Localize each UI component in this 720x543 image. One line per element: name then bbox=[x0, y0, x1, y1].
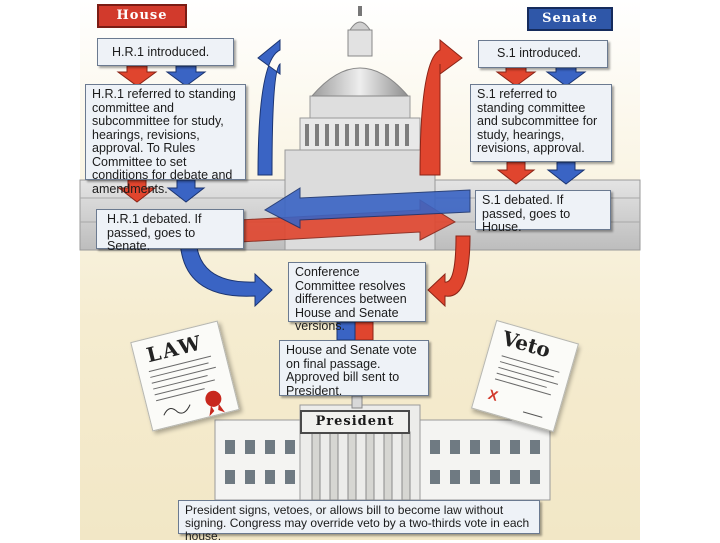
conference-committee-box: Conference Committee resolves difference… bbox=[288, 262, 426, 322]
president-label: President bbox=[300, 410, 410, 434]
seal-icon bbox=[204, 389, 223, 408]
s1-introduced-box: S.1 introduced. bbox=[478, 40, 608, 68]
hr1-referred-box: H.R.1 referred to standing committee and… bbox=[85, 84, 246, 180]
president-action-box: President signs, vetoes, or allows bill … bbox=[178, 500, 540, 534]
s1-referred-box: S.1 referred to standing committee and s… bbox=[470, 84, 612, 162]
final-vote-box: House and Senate vote on final passage. … bbox=[279, 340, 429, 396]
hr1-debated-box: H.R.1 debated. If passed, goes to Senate… bbox=[96, 209, 244, 249]
signature-icon bbox=[163, 404, 192, 418]
connector-to-president bbox=[352, 396, 362, 408]
house-label: House bbox=[97, 4, 187, 28]
s1-debated-box: S.1 debated. If passed, goes to House. bbox=[475, 190, 611, 230]
hr1-introduced-box: H.R.1 introduced. bbox=[97, 38, 234, 66]
senate-label: Senate bbox=[527, 7, 613, 31]
